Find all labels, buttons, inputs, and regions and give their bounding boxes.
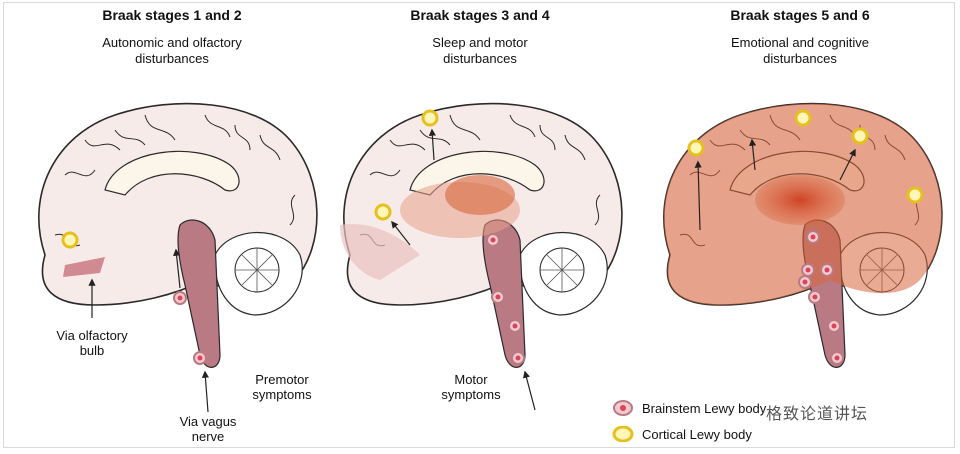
motor-label-line-2: symptoms xyxy=(441,387,501,402)
spread-arrow xyxy=(694,160,702,231)
cortical-lewy-body-marker xyxy=(374,203,392,221)
panel-2-subtitle-line-2: disturbances xyxy=(443,51,517,66)
brainstem-lewy-body-core xyxy=(810,234,816,240)
cortical-lewy-body-marker xyxy=(61,231,79,249)
cortical-lewy-body-icon xyxy=(612,426,634,442)
brainstem-lewy-body-core xyxy=(177,295,183,301)
olfactory-label: Via olfactory bulb xyxy=(42,328,142,358)
figure-frame xyxy=(3,2,955,448)
panel-2-subtitle-line-1: Sleep and motor xyxy=(432,35,528,50)
vagus-label-line-1: Via vagus xyxy=(179,414,237,429)
panel-1-subtitle-line-1: Autonomic and olfactory xyxy=(102,35,242,50)
olfactory-label-line-1: Via olfactory xyxy=(56,328,128,343)
brainstem-lewy-body-core xyxy=(495,294,501,300)
panel-2-subtitle: Sleep and motor disturbances xyxy=(330,35,630,67)
premotor-label-line-1: Premotor xyxy=(255,372,309,387)
brainstem-lewy-body-core xyxy=(197,355,203,361)
panel-1-subtitle: Autonomic and olfactory disturbances xyxy=(22,35,322,67)
vagus-label: Via vagus nerve xyxy=(168,414,248,444)
motor-arrow xyxy=(522,370,536,411)
panel-1-title: Braak stages 1 and 2 xyxy=(102,7,242,23)
premotor-label-line-2: symptoms xyxy=(252,387,312,402)
brainstem-lewy-body-core xyxy=(512,323,518,329)
brainstem-lewy-body-core xyxy=(834,355,840,361)
spread-arrow xyxy=(173,248,181,289)
brainstem-lewy-body-core xyxy=(831,323,837,329)
spread-arrow xyxy=(748,138,757,171)
brainstem-lewy-body-core xyxy=(515,355,521,361)
watermark: 格致论道讲坛 xyxy=(766,406,869,423)
panel-3-title: Braak stages 5 and 6 xyxy=(730,7,870,23)
legend-brainstem: Brainstem Lewy body xyxy=(612,400,766,416)
spread-arrow xyxy=(391,220,411,246)
brainstem-lewy-body-core xyxy=(802,279,808,285)
motor-label-line-1: Motor xyxy=(454,372,488,387)
brainstem-lewy-body-core xyxy=(824,267,830,273)
brainstem-lewy-body-core xyxy=(805,267,811,273)
premotor-label: Premotor symptoms xyxy=(242,372,322,402)
vagus-arrow xyxy=(201,370,210,413)
motor-label: Motor symptoms xyxy=(431,372,511,402)
panel-3-subtitle-line-2: disturbances xyxy=(763,51,837,66)
olfactory-label-line-2: bulb xyxy=(79,343,105,358)
legend-cortical-label: Cortical Lewy body xyxy=(642,426,752,442)
panel-3-subtitle-line-1: Emotional and cognitive xyxy=(730,35,870,50)
cortical-lewy-body-marker xyxy=(421,109,439,127)
cortical-lewy-body-marker xyxy=(906,186,924,204)
legend-cortical: Cortical Lewy body xyxy=(612,426,752,442)
cortical-lewy-body-marker xyxy=(851,127,869,145)
brainstem-lewy-body-icon xyxy=(613,400,633,416)
legend-brainstem-label: Brainstem Lewy body xyxy=(642,400,767,416)
brainstem-lewy-body-core xyxy=(812,294,818,300)
panel-2-title: Braak stages 3 and 4 xyxy=(410,7,550,23)
cortical-lewy-body-marker xyxy=(794,109,812,127)
panel-1-subtitle-line-2: disturbances xyxy=(135,51,209,66)
brain-panel-2 xyxy=(340,102,623,369)
brain-panel-3 xyxy=(663,102,943,369)
spread-arrow xyxy=(839,148,856,181)
spread-arrow xyxy=(428,128,436,161)
cortical-lewy-body-marker xyxy=(687,139,705,157)
panel-3-subtitle: Emotional and cognitive disturbances xyxy=(650,35,950,67)
brainstem-lewy-body-core xyxy=(490,237,496,243)
vagus-label-line-2: nerve xyxy=(191,429,225,444)
brain-panel-1 xyxy=(38,102,318,369)
